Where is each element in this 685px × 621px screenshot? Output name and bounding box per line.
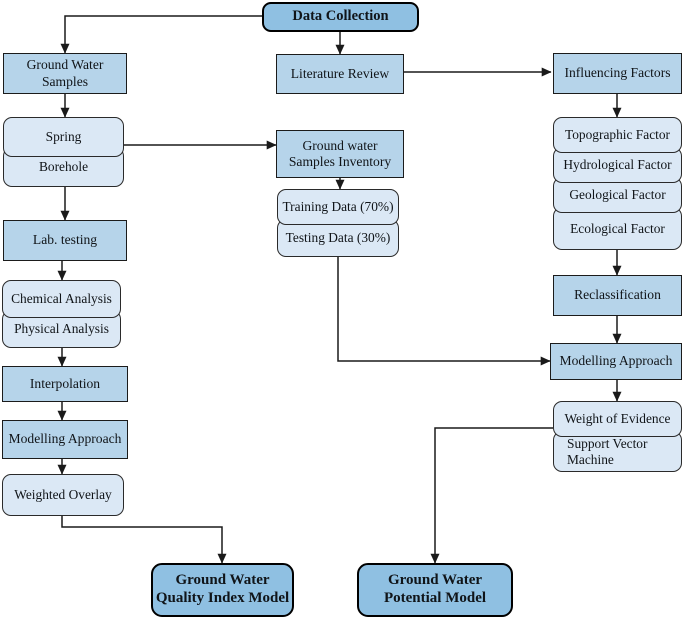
node-data-collection[interactable]: Data Collection (262, 2, 419, 32)
node-chemical-analysis[interactable]: Chemical Analysis (2, 280, 121, 318)
edge-weightedoverlay-to-qualitymodel (61, 516, 227, 564)
node-training-data[interactable]: Training Data (70%) (277, 189, 399, 225)
node-hydrological-factor[interactable]: Hydrological Factor (553, 147, 682, 183)
node-modelling-approach-left[interactable]: Modelling Approach (2, 420, 128, 459)
node-weight-of-evidence[interactable]: Weight of Evidence (553, 401, 682, 437)
node-support-vector-machine[interactable]: Support Vector Machine (553, 431, 682, 472)
node-ground-water-quality-index-model[interactable]: Ground Water Quality Index Model (151, 563, 294, 617)
node-spring[interactable]: Spring (3, 117, 124, 157)
edge-datacollection-to-gwsamples (60, 15, 262, 54)
node-influencing-factors[interactable]: Influencing Factors (553, 53, 682, 94)
node-lab-testing[interactable]: Lab. testing (3, 220, 127, 261)
node-testing-data[interactable]: Testing Data (30%) (277, 219, 399, 257)
node-topographic-factor[interactable]: Topographic Factor (553, 117, 682, 153)
node-ground-water-samples[interactable]: Ground Water Samples (3, 53, 127, 94)
edge-woe-to-potentialmodel (430, 427, 553, 564)
node-ecological-factor[interactable]: Ecological Factor (553, 207, 682, 250)
node-geological-factor[interactable]: Geological Factor (553, 177, 682, 213)
node-interpolation[interactable]: Interpolation (2, 366, 128, 402)
node-weighted-overlay[interactable]: Weighted Overlay (2, 474, 124, 516)
node-reclassification[interactable]: Reclassification (553, 275, 682, 316)
node-ground-water-samples-inventory[interactable]: Ground water Samples Inventory (276, 130, 404, 178)
node-modelling-approach-right[interactable]: Modelling Approach (550, 343, 682, 380)
node-ground-water-potential-model[interactable]: Ground Water Potential Model (357, 563, 513, 617)
edge-testingdata-to-modelling-right (337, 257, 551, 366)
node-literature-review[interactable]: Literature Review (276, 54, 404, 94)
